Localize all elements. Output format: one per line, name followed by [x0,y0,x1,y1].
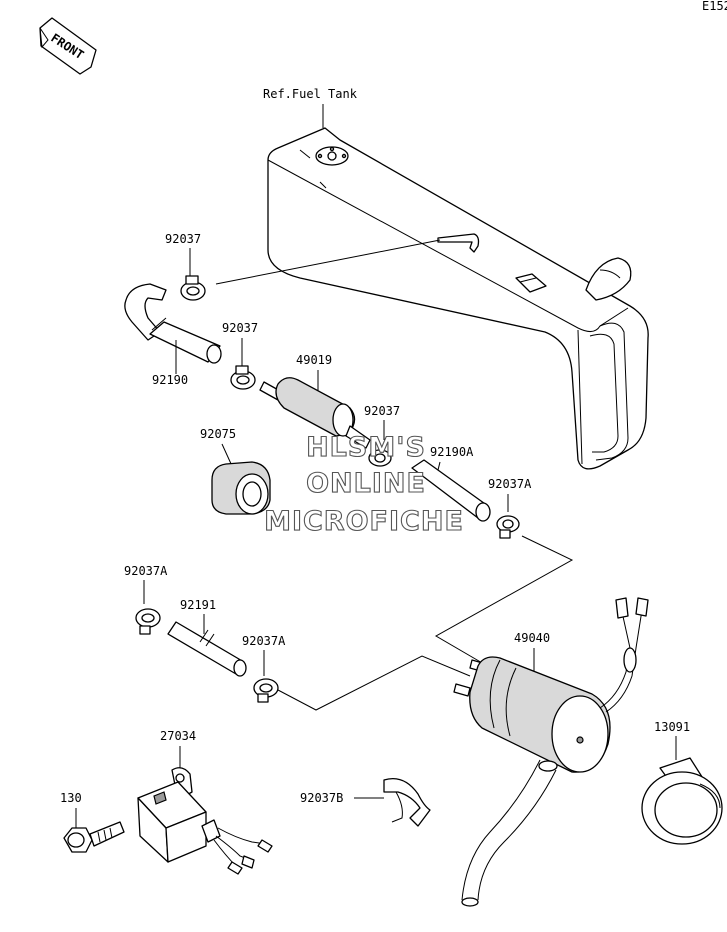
part-label-p6: 92037 [364,404,400,418]
hose-clamp-p3 [230,365,256,390]
part-label-p12: 49040 [514,631,550,645]
part-label-p8: 92037A [488,477,532,491]
part-label-p16: 13091 [654,720,690,734]
hose-clamp-p8 [496,515,520,539]
bolt-p14 [63,821,125,853]
hose-clamp-p6 [368,449,392,467]
pump-holder-p16 [641,757,723,845]
fuel-pump-p12 [453,597,649,907]
part-label-p2: 92190 [152,373,188,387]
relay-p13 [137,767,273,875]
part-label-p4: 49019 [296,353,332,367]
part-label-p5: 92075 [200,427,236,441]
watermark-line2: ONLINE [306,468,426,499]
clamp-p15 [383,777,431,827]
fuel-hose-p7 [411,459,491,522]
part-label-p11: 92037A [242,634,286,648]
fuel-tank [267,127,649,470]
page-code: E152 [702,0,727,13]
filter-holder-p5 [211,461,271,515]
part-label-p7: 92190A [430,445,474,459]
fuel-hose-p2 [124,283,222,364]
ref-fuel-tank-label: Ref.Fuel Tank [263,87,358,101]
part-label-p10: 92191 [180,598,216,612]
watermark-line1: HLSM'S [306,432,426,463]
part-label-p14: 130 [60,791,82,805]
hose-clamp-p1 [180,275,206,301]
fuel-hose-p10 [167,621,247,677]
part-label-p13: 27034 [160,729,196,743]
routing-line-lower [277,655,471,711]
part-label-p1: 92037 [165,232,201,246]
part-label-p9: 92037A [124,564,168,578]
leader-hose-to-tank [215,239,441,285]
watermark-line3: MICROFICHE [264,506,464,537]
hose-clamp-p11 [253,678,279,703]
leader-p5 [221,443,233,467]
routing-line-upper [434,535,574,665]
part-label-p3: 92037 [222,321,258,335]
watermark: HLSM'S ONLINE MICROFICHE [264,431,464,537]
part-label-p15: 92037B [300,791,343,805]
fuel-filter-p4 [259,377,371,449]
hose-clamp-p9 [135,608,161,635]
front-arrow: FRONT [39,17,97,75]
